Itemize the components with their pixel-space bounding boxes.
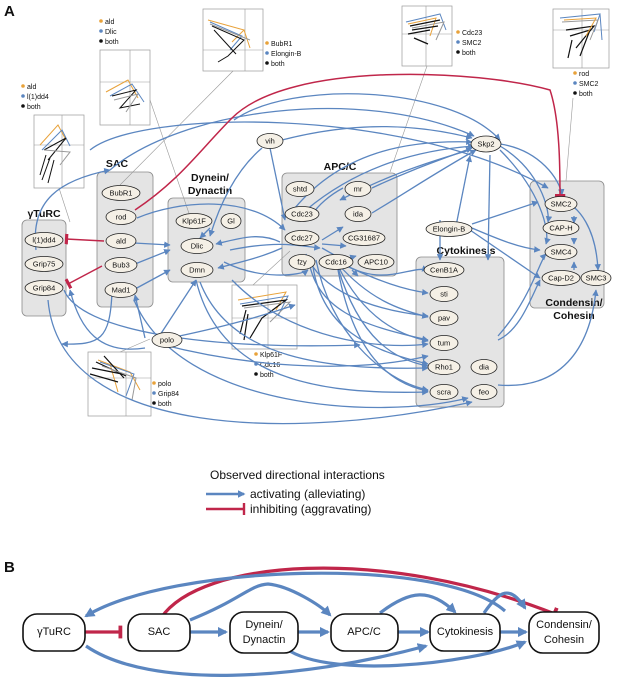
- node-l1dd4: l(1)dd4: [32, 236, 55, 245]
- panel-b-node-sac: [127, 613, 191, 652]
- inset-3-label-both: both: [271, 61, 285, 68]
- node-sti: sti: [440, 290, 448, 299]
- node-gl: Gl: [227, 217, 235, 226]
- node-vih: vih: [265, 137, 275, 146]
- inset-2-label-b: Dlic: [105, 29, 117, 36]
- node-smc4: SMC4: [551, 248, 572, 257]
- node-bubr1: BubR1: [110, 189, 133, 198]
- group-title-gturc: γTuRC: [27, 208, 60, 220]
- node-shtd: shtd: [293, 185, 307, 194]
- legend-inhibiting: inhibiting (aggravating): [250, 502, 371, 516]
- node-polo: polo: [160, 336, 174, 345]
- gene-nodes: l(1)dd4 Grip75 Grip84 BubR1 rod ald Bub3…: [24, 133, 612, 400]
- inset-2-label-a: ald: [105, 19, 114, 26]
- node-dia: dia: [479, 363, 490, 372]
- inset-7-label-both: both: [158, 401, 172, 408]
- panel-a-label: A: [4, 3, 15, 20]
- node-ida: ida: [353, 210, 364, 219]
- inset-6-label-b: Cdc16: [260, 362, 280, 369]
- panel-b-label-gturc: γTuRC: [37, 626, 71, 638]
- inset-plot-7: [87, 351, 152, 417]
- node-pav: pav: [438, 314, 450, 323]
- inset-3-label-b: Elongin-B: [271, 51, 302, 58]
- node-grip84: Grip84: [33, 284, 56, 293]
- legend-title: Observed directional interactions: [210, 468, 385, 482]
- inset-4-label-a: Cdc23: [462, 30, 482, 37]
- inset-6-label-a: Klp61F: [260, 352, 282, 359]
- inset-1-label-both: both: [27, 104, 41, 111]
- inset-5-label-both: both: [579, 91, 593, 98]
- inset-1-label-b: l(1)dd4: [27, 94, 49, 101]
- node-cg31687: CG31687: [348, 234, 380, 243]
- node-cdc16: Cdc16: [325, 258, 347, 267]
- node-capd2: Cap-D2: [548, 274, 574, 283]
- node-dlic: Dlic: [191, 242, 204, 251]
- node-mr: mr: [354, 185, 363, 194]
- node-elonginb: Elongin-B: [433, 225, 466, 234]
- panel-b-node-dynein: [229, 611, 299, 654]
- node-klp61f: Klp61F: [182, 217, 206, 226]
- panel-b-node-apcc: [330, 613, 399, 652]
- panel-b-node-gturc: [22, 613, 86, 652]
- inset-7-label-b: Grip84: [158, 391, 179, 398]
- inset-1-label-a: ald: [27, 84, 36, 91]
- inset-4-label-b: SMC2: [462, 40, 482, 47]
- node-smc3: SMC3: [586, 274, 607, 283]
- panel-b-label-apcc: APC/C: [347, 626, 381, 638]
- node-skp2: Skp2: [477, 140, 494, 149]
- inset-plot-3: [202, 8, 264, 72]
- panel-b-label-condensin-1: Condensin/: [536, 619, 593, 631]
- panel-b-label: B: [4, 559, 15, 576]
- group-title-apcc: APC/C: [324, 161, 357, 173]
- node-caph: CAP-H: [549, 224, 572, 233]
- group-title-cytokinesis: Cytokinesis: [437, 245, 496, 257]
- panel-b-label-condensin-2: Cohesin: [544, 634, 584, 646]
- node-tum: tum: [438, 339, 451, 348]
- node-cdc23: Cdc23: [291, 210, 313, 219]
- group-title-dynein-2: Dynactin: [188, 185, 232, 197]
- node-scra: scra: [437, 388, 452, 397]
- inset-plots: ald l(1)dd4 both ald Dlic both BubR1 Elo…: [21, 5, 610, 417]
- node-fzy: fzy: [297, 258, 307, 267]
- panel-b-label-dynein-1: Dynein/: [245, 619, 283, 631]
- group-title-condensin-1: Condensin/: [545, 297, 602, 309]
- node-rho1: Rho1: [435, 363, 453, 372]
- inset-2-label-both: both: [105, 39, 119, 46]
- node-apc10: APC10: [364, 258, 388, 267]
- interaction-legend: Observed directional interactions activa…: [206, 468, 385, 516]
- inset-3-label-a: BubR1: [271, 41, 293, 48]
- node-mad1: Mad1: [112, 286, 131, 295]
- node-rod: rod: [116, 213, 127, 222]
- group-title-dynein-1: Dynein/: [191, 172, 229, 184]
- node-bub3: Bub3: [112, 261, 130, 270]
- inset-5-label-b: SMC2: [579, 81, 599, 88]
- panel-b-node-cytokinesis: [429, 613, 501, 652]
- panel-b-label-sac: SAC: [148, 626, 171, 638]
- inset-5-label-a: rod: [579, 71, 589, 78]
- node-feo: feo: [479, 388, 489, 397]
- legend-activating: activating (alleviating): [250, 487, 365, 501]
- inset-4-label-both: both: [462, 50, 476, 57]
- panel-b-label-dynein-2: Dynactin: [243, 634, 286, 646]
- inset-6-label-both: both: [260, 372, 274, 379]
- group-title-condensin-2: Cohesin: [553, 310, 594, 322]
- node-cenb1a: CenB1A: [430, 266, 458, 275]
- node-dmn: Dmn: [189, 266, 205, 275]
- node-cdc27: Cdc27: [291, 234, 313, 243]
- group-cytokinesis: [415, 256, 505, 408]
- panel-b-node-condensin: [528, 611, 600, 654]
- inhibiting-edges: [64, 73, 566, 290]
- panel-b-nodes: γTuRC SAC Dynein/ Dynactin APC/C Cytokin…: [22, 611, 600, 654]
- inset-plot-6: [231, 284, 298, 350]
- node-smc2: SMC2: [551, 200, 572, 209]
- node-grip75: Grip75: [33, 260, 56, 269]
- inset-7-label-a: polo: [158, 381, 171, 388]
- panel-b-label-cytokinesis: Cytokinesis: [437, 626, 494, 638]
- panel-b-edges: [84, 566, 559, 677]
- inset-plot-4: [401, 5, 453, 67]
- node-ald: ald: [116, 237, 126, 246]
